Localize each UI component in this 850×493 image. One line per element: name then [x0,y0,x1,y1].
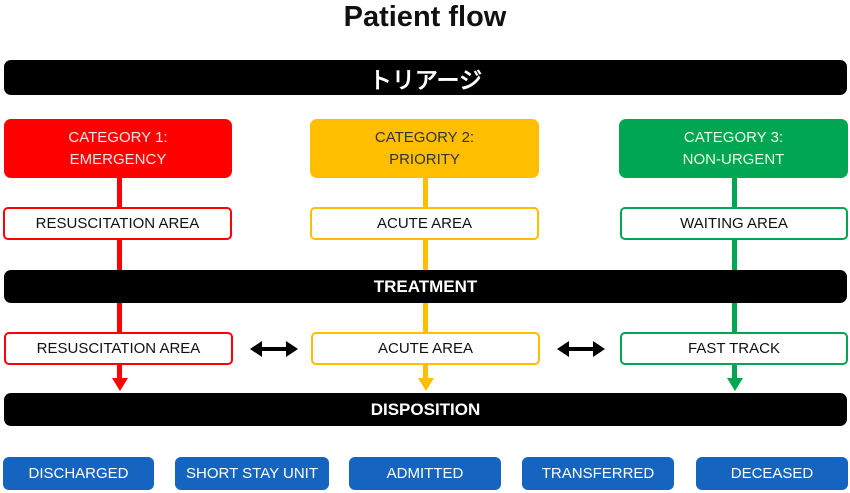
category2-header: CATEGORY 2: PRIORITY [310,119,539,178]
outcome-transferred: TRANSFERRED [522,457,674,490]
category2-subtitle: PRIORITY [389,150,460,168]
category3-subtitle: NON-URGENT [682,150,785,168]
category1-triage-area: RESUSCITATION AREA [3,207,232,240]
category3-title: CATEGORY 3: [683,128,784,146]
outcome-discharged: DISCHARGED [3,457,154,490]
category3-treatment-area: FAST TRACK [620,332,848,365]
double-arrow-icon [557,341,605,357]
treatment-bar: TREATMENT [4,270,847,303]
double-arrow-icon [250,341,298,357]
category3-triage-area: WAITING AREA [620,207,848,240]
outcome-short-stay-unit: SHORT STAY UNIT [175,457,329,490]
category2-treatment-area: ACUTE AREA [311,332,540,365]
category1-header: CATEGORY 1: EMERGENCY [4,119,232,178]
disposition-label: DISPOSITION [370,399,481,419]
category1-arrow-icon [112,378,128,391]
category2-arrow-icon [418,378,434,391]
category2-title: CATEGORY 2: [374,128,475,146]
category1-subtitle: EMERGENCY [69,150,167,168]
outcome-admitted: ADMITTED [349,457,501,490]
category1-title: CATEGORY 1: [68,128,168,146]
triage-bar: トリアージ [4,60,847,95]
disposition-bar: DISPOSITION [4,393,847,426]
diagram-title: Patient flow [343,1,507,33]
treatment-label: TREATMENT [373,276,478,296]
category3-header: CATEGORY 3: NON-URGENT [619,119,848,178]
category2-triage-area: ACUTE AREA [310,207,539,240]
triage-label: トリアージ [368,67,483,94]
category3-arrow-icon [727,378,743,391]
category1-treatment-area: RESUSCITATION AREA [4,332,233,365]
outcome-deceased: DECEASED [696,457,848,490]
